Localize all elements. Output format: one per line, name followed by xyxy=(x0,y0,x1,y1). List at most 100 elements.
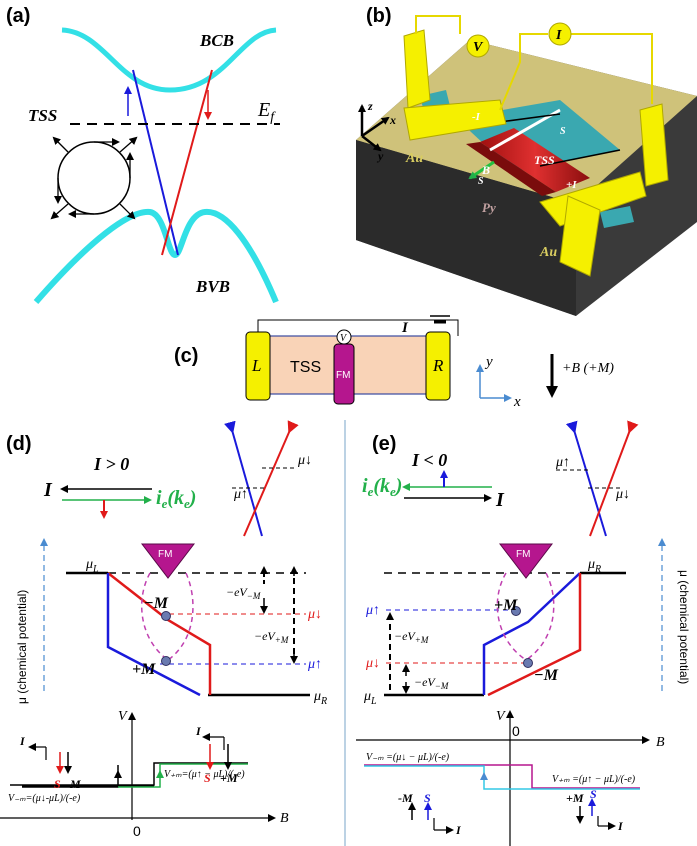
v-neg-formula: V₋ₘ=(μ↓-μL)/(-e) xyxy=(8,793,81,804)
v-pos-formula: V₊ₘ =(μ↑ − μL)/(-e) xyxy=(552,774,636,785)
spin-texture-circle xyxy=(57,141,131,215)
pos-m-point xyxy=(161,656,171,666)
fermi-energy-label: Ef xyxy=(257,99,276,125)
origin-label: 0 xyxy=(512,723,520,739)
fm-contact-label: FM xyxy=(336,370,350,381)
pad-right xyxy=(600,206,634,228)
panel-label-c: (c) xyxy=(174,345,198,367)
panel-label-a: (a) xyxy=(6,5,30,27)
mu-r-label: μR xyxy=(313,689,327,707)
au-right-pad xyxy=(559,195,601,277)
au-left-post xyxy=(403,29,431,109)
py-label: Py xyxy=(482,200,496,215)
py-bar-side xyxy=(466,142,556,196)
panel-e: (e) I < 0 I ie(ke) μ↑ μ↓ μ (chemical pot… xyxy=(356,420,691,846)
current-label: I xyxy=(495,489,505,511)
v-axis-label: V xyxy=(496,709,506,724)
inset2-i-label: I xyxy=(195,724,202,738)
mu-up-label: μ↑ xyxy=(555,455,570,470)
neg-m-point xyxy=(523,658,533,668)
fm-contact xyxy=(333,343,355,405)
neg-m-point xyxy=(161,611,171,621)
dirac-branch-blue xyxy=(565,420,607,537)
dirac-cone-blue-branch xyxy=(132,69,179,256)
mu-up-level-label: μ↑ xyxy=(365,603,380,618)
v-pos-formula: V₊ₘ=(μ↑ − μL)/(-e) xyxy=(164,769,245,780)
panel-b: (b) V I z y x Au Au Py B TSS -I xyxy=(356,5,697,316)
pos-m-point xyxy=(511,606,521,616)
chem-potential-label: μ (chemical potential) xyxy=(677,570,691,684)
axis-x-label: x xyxy=(389,113,396,127)
b-axis-label: B xyxy=(280,811,289,826)
wire xyxy=(499,33,548,111)
mu-down-profile xyxy=(487,573,582,697)
fm-probe xyxy=(140,543,196,579)
mu-l-label: μL xyxy=(85,557,99,575)
au-right-label: Au xyxy=(539,245,557,260)
spin-label: S xyxy=(560,126,566,137)
inset1-i-label: I xyxy=(19,734,26,748)
inset2-s-label: S xyxy=(204,771,211,785)
current-label: I xyxy=(43,479,53,501)
mu-up-label: μ↑ xyxy=(233,487,248,502)
pos-m-label: +M xyxy=(494,597,518,614)
inset2-s-label: S xyxy=(590,787,597,801)
mu-l-label: μL xyxy=(363,689,377,707)
mu-down-profile xyxy=(107,572,212,695)
electron-current-label: ie(ke) xyxy=(156,487,196,511)
field-arrow-b xyxy=(489,108,561,152)
pos-m-label: +M xyxy=(132,661,156,678)
c-axis-y-label: y xyxy=(484,354,493,370)
mu-up-level-label: μ↑ xyxy=(307,657,322,672)
electron-current-label: ie(ke) xyxy=(362,475,402,499)
axis-y xyxy=(361,135,382,152)
spin-texture-arrow xyxy=(119,203,136,220)
field-label-c: +B (+M) xyxy=(562,361,614,376)
spin-label: S xyxy=(478,176,484,187)
axis-z-label: z xyxy=(367,99,373,113)
minus-i-label: -I xyxy=(472,111,481,123)
current-source-circle xyxy=(548,22,572,46)
au-left-label: Au xyxy=(405,151,423,166)
panel-label-e: (e) xyxy=(372,433,396,455)
ev-neg-label: −eV−M xyxy=(226,585,261,601)
spin-texture-arrow xyxy=(119,136,138,153)
ev-neg-label: −eV−M xyxy=(414,675,449,691)
hysteresis-black xyxy=(10,762,248,786)
dirac-cone-red-branch xyxy=(161,69,213,256)
wire xyxy=(415,15,461,34)
panel-label-d: (d) xyxy=(6,433,32,455)
inset2-i-label: I xyxy=(617,819,624,833)
chem-potential-label: μ (chemical potential) xyxy=(15,590,29,704)
axis-x xyxy=(361,116,390,138)
current-condition: I < 0 xyxy=(411,450,447,470)
panel-c: (c) L R FM TSS V I x y +B (+M) xyxy=(174,315,614,410)
origin-label: 0 xyxy=(133,823,141,839)
au-left-lead xyxy=(403,99,507,141)
mu-down-level-label: μ↓ xyxy=(307,607,322,622)
tss-strip-label: TSS xyxy=(290,359,321,376)
inset1-s-label: S xyxy=(424,791,431,805)
fm-probe-label: FM xyxy=(158,549,172,560)
dirac-branch-blue xyxy=(224,420,263,537)
b-axis-label: B xyxy=(656,735,665,750)
voltmeter-label: V xyxy=(473,40,484,55)
axis-y-label: y xyxy=(376,149,384,163)
tss-label-b: TSS xyxy=(534,153,555,167)
voltmeter-circle xyxy=(466,34,490,58)
right-contact xyxy=(425,331,451,401)
tss-label: TSS xyxy=(28,106,57,125)
fm-probe xyxy=(498,543,554,579)
neg-m-label: −M xyxy=(144,595,169,612)
ev-pos-label: −eV+M xyxy=(394,629,429,645)
panel-d: (d) I > 0 I ie(ke) μ↓ μ↑ μ (chemical pot… xyxy=(0,420,327,839)
fm-probe-label: FM xyxy=(516,549,530,560)
inset2-m-label: +M xyxy=(566,791,584,805)
c-axis-x-label: x xyxy=(513,394,521,410)
fm-probe-path xyxy=(140,572,169,661)
mu-up-profile xyxy=(482,572,581,695)
conduction-band-curve xyxy=(61,27,277,93)
inset2-m-label: +M xyxy=(220,771,238,785)
right-contact-label: R xyxy=(432,356,444,375)
